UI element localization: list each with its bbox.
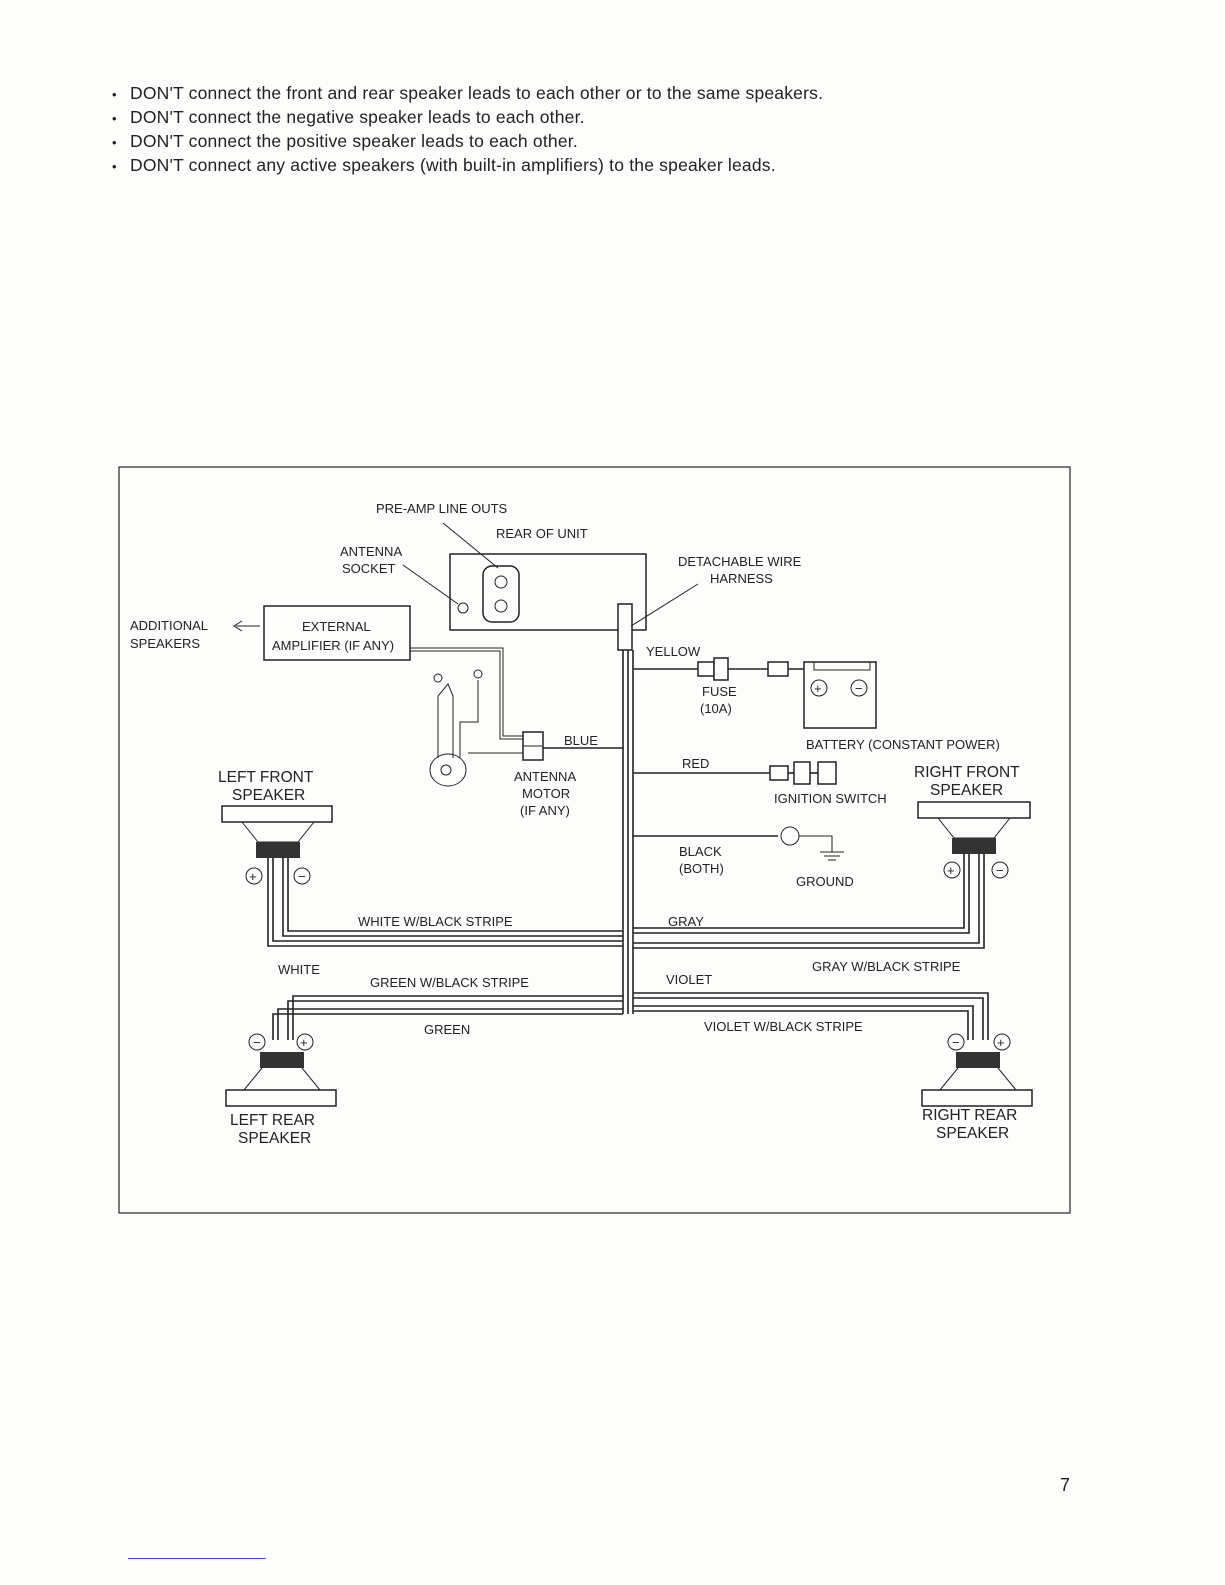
svg-text:−: −: [996, 863, 1004, 878]
left-front-speaker-icon: [221, 805, 333, 858]
right-front-label: RIGHT FRONT: [914, 764, 1020, 781]
page-number: 7: [1060, 1475, 1071, 1495]
ground-label: GROUND: [796, 874, 854, 889]
additional-speakers-label: SPEAKERS: [130, 636, 200, 651]
left-rear-plus-icon: [296, 1033, 314, 1051]
right-front-plus-icon: [943, 861, 961, 879]
right-rear-speaker-icon: [921, 1052, 1033, 1107]
footer-link-underline: [128, 1558, 266, 1559]
harness-label: DETACHABLE WIRE: [678, 554, 802, 569]
antenna-motor-label: ANTENNA: [514, 769, 576, 784]
fuse-label: (10A): [700, 701, 732, 716]
antenna-socket-label: SOCKET: [342, 561, 396, 576]
warning-item: •DON'T connect the negative speaker lead…: [112, 106, 823, 130]
red-wire-label: RED: [682, 756, 709, 771]
warning-item: •DON'T connect the front and rear speake…: [112, 82, 823, 106]
bullet-marker: •: [112, 87, 117, 102]
ignition-switch-icon: [769, 765, 789, 781]
right-rear-plus-icon: [993, 1033, 1011, 1051]
svg-text:+: +: [300, 1035, 308, 1050]
green-wire-label: GREEN: [424, 1022, 470, 1037]
external-amplifier: [263, 605, 411, 661]
right-front-minus-icon: [991, 861, 1009, 879]
ignition-switch-label: IGNITION SWITCH: [774, 791, 887, 806]
left-front-plus-icon: [245, 867, 263, 885]
left-front-label: SPEAKER: [232, 787, 305, 804]
gray-black-stripe-label: GRAY W/BLACK STRIPE: [812, 959, 961, 974]
bullet-marker: •: [112, 135, 117, 150]
violet-wire-label: VIOLET: [666, 972, 712, 987]
svg-text:−: −: [298, 869, 306, 884]
ground-terminal-icon: [780, 826, 800, 846]
svg-text:−: −: [855, 681, 863, 696]
right-rear-label: SPEAKER: [936, 1125, 1009, 1142]
left-rear-label: LEFT REAR: [230, 1112, 315, 1129]
battery-minus-icon: [850, 679, 868, 697]
green-black-stripe-label: GREEN W/BLACK STRIPE: [370, 975, 529, 990]
left-front-minus-icon: [293, 867, 311, 885]
additional-speakers-label: ADDITIONAL: [130, 618, 208, 633]
preamp-jack: [482, 565, 520, 623]
gray-wire-label: GRAY: [668, 914, 704, 929]
antenna-motor-label: (IF ANY): [520, 803, 570, 818]
left-rear-speaker-icon: [225, 1052, 337, 1107]
right-front-speaker-icon: [917, 801, 1031, 854]
head-unit: [449, 553, 647, 631]
battery-label: BATTERY (CONSTANT POWER): [806, 737, 1000, 752]
right-front-label: SPEAKER: [930, 782, 1003, 799]
antenna-socket-label: ANTENNA: [340, 544, 402, 559]
black-wire-label: (BOTH): [679, 861, 724, 876]
bullet-marker: •: [112, 159, 117, 174]
external-amp-label: AMPLIFIER (IF ANY): [272, 638, 394, 653]
right-rear-minus-icon: [947, 1033, 965, 1051]
svg-text:−: −: [253, 1035, 261, 1050]
svg-text:+: +: [814, 681, 822, 696]
left-rear-label: SPEAKER: [238, 1130, 311, 1147]
antenna-motor-icon: [429, 753, 467, 787]
battery-plus-icon: [810, 679, 828, 697]
white-black-stripe-label: WHITE W/BLACK STRIPE: [358, 914, 513, 929]
warning-item: •DON'T connect any active speakers (with…: [112, 154, 823, 178]
warning-list: •DON'T connect the front and rear speake…: [112, 82, 823, 178]
external-amp-label: EXTERNAL: [302, 619, 371, 634]
svg-text:+: +: [997, 1035, 1005, 1050]
svg-text:+: +: [249, 869, 257, 884]
warning-item: •DON'T connect the positive speaker lead…: [112, 130, 823, 154]
rear-of-unit-label: REAR OF UNIT: [496, 526, 588, 541]
antenna-socket-icon: [457, 602, 469, 614]
bullet-marker: •: [112, 111, 117, 126]
diagram-frame: [118, 466, 1071, 1214]
blue-wire-label: BLUE: [564, 733, 598, 748]
left-front-label: LEFT FRONT: [218, 769, 314, 786]
harness-connector: [617, 603, 633, 651]
violet-black-stripe-label: VIOLET W/BLACK STRIPE: [704, 1019, 863, 1034]
fuse-icon: [697, 661, 715, 677]
svg-text:+: +: [947, 863, 955, 878]
fuse-label: FUSE: [702, 684, 737, 699]
wiring-diagram: PRE-AMP LINE OUTS REAR OF UNIT ANTENNA S…: [118, 466, 1071, 1214]
svg-text:−: −: [952, 1035, 960, 1050]
right-rear-label: RIGHT REAR: [922, 1107, 1017, 1124]
left-rear-minus-icon: [248, 1033, 266, 1051]
harness-label: HARNESS: [710, 571, 773, 586]
black-wire-label: BLACK: [679, 844, 722, 859]
antenna-motor-label: MOTOR: [522, 786, 570, 801]
pre-amp-label: PRE-AMP LINE OUTS: [376, 501, 508, 516]
yellow-wire-label: YELLOW: [646, 644, 701, 659]
white-wire-label: WHITE: [278, 962, 320, 977]
